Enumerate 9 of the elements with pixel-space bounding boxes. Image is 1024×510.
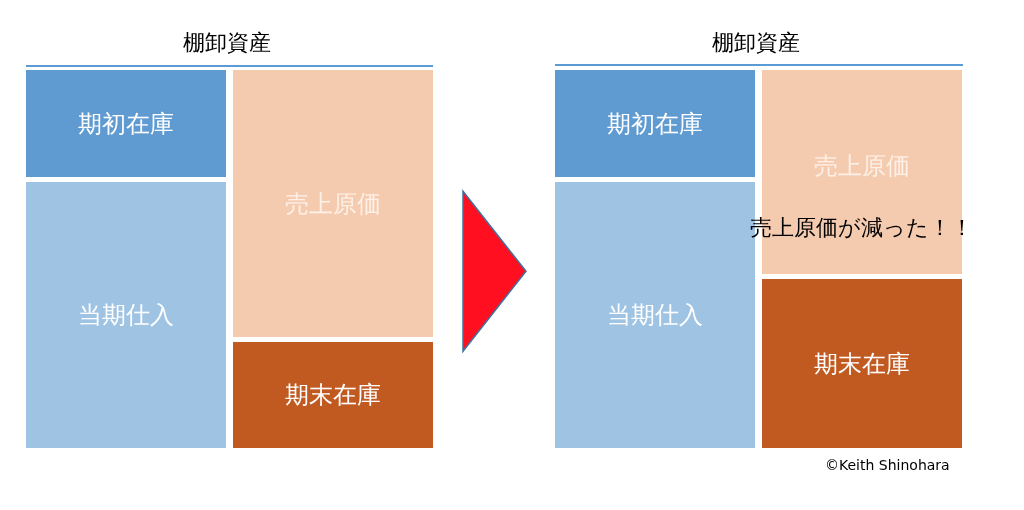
inventory-box: 期初在庫 (26, 70, 226, 177)
arrow (462, 189, 527, 354)
inventory-box: 期末在庫 (762, 279, 962, 448)
copyright-note: ©Keith Shinohara (825, 456, 950, 474)
inventory-box: 期末在庫 (233, 342, 433, 448)
heading: 棚卸資産 (712, 29, 800, 57)
heading: 棚卸資産 (183, 29, 271, 57)
inventory-box: 期初在庫 (555, 70, 755, 177)
purchase-box: 当期仕入 (26, 182, 226, 448)
